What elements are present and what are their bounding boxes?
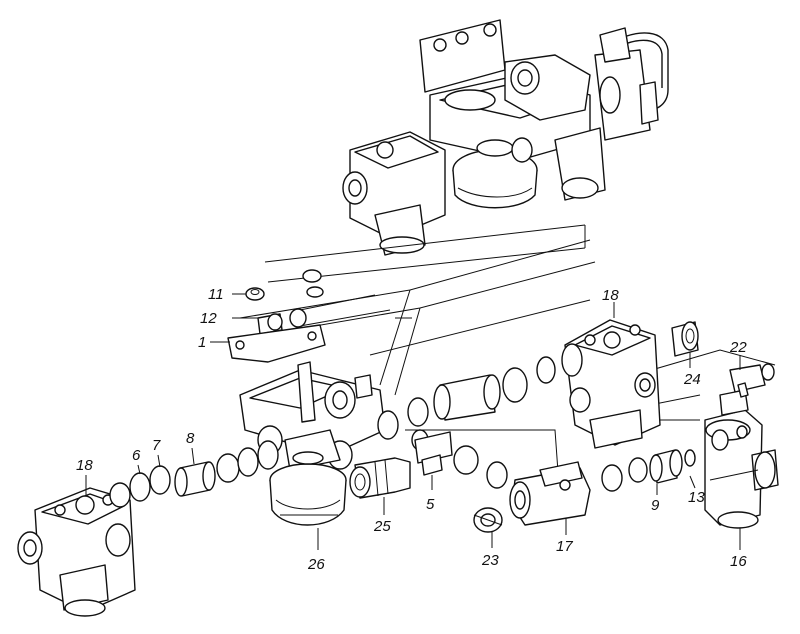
callout-labels: 11 12 1 18 22 24 18 6 7 8 5 25 9 13 17 2… <box>76 286 747 573</box>
left-rings-sleeve <box>129 440 279 502</box>
part-26-valve <box>239 361 386 526</box>
callout-23: 23 <box>481 552 499 569</box>
callout-24: 24 <box>683 371 701 388</box>
callout-7: 7 <box>152 437 161 454</box>
center-small-parts <box>349 356 696 533</box>
callout-11: 11 <box>208 286 224 303</box>
callout-9: 9 <box>651 497 660 514</box>
callout-6: 6 <box>132 447 141 464</box>
part-16-valve <box>704 409 779 529</box>
part-22-fitting <box>719 363 775 416</box>
callout-13: 13 <box>688 489 705 506</box>
callout-1: 1 <box>198 334 206 351</box>
bracket-parts <box>227 269 326 363</box>
callout-18-right: 18 <box>602 287 619 304</box>
callout-16: 16 <box>730 553 747 570</box>
callout-12: 12 <box>200 310 217 327</box>
callout-22: 22 <box>729 339 747 356</box>
callout-26: 26 <box>307 556 325 573</box>
callout-18-left: 18 <box>76 457 93 474</box>
part-18-right <box>561 319 699 449</box>
callout-leaders <box>85 293 741 550</box>
top-assembly <box>342 19 669 256</box>
callout-5: 5 <box>426 496 435 513</box>
callout-17: 17 <box>556 538 573 555</box>
callout-25: 25 <box>373 518 391 535</box>
part-18-left <box>17 482 136 617</box>
callout-8: 8 <box>186 430 195 447</box>
